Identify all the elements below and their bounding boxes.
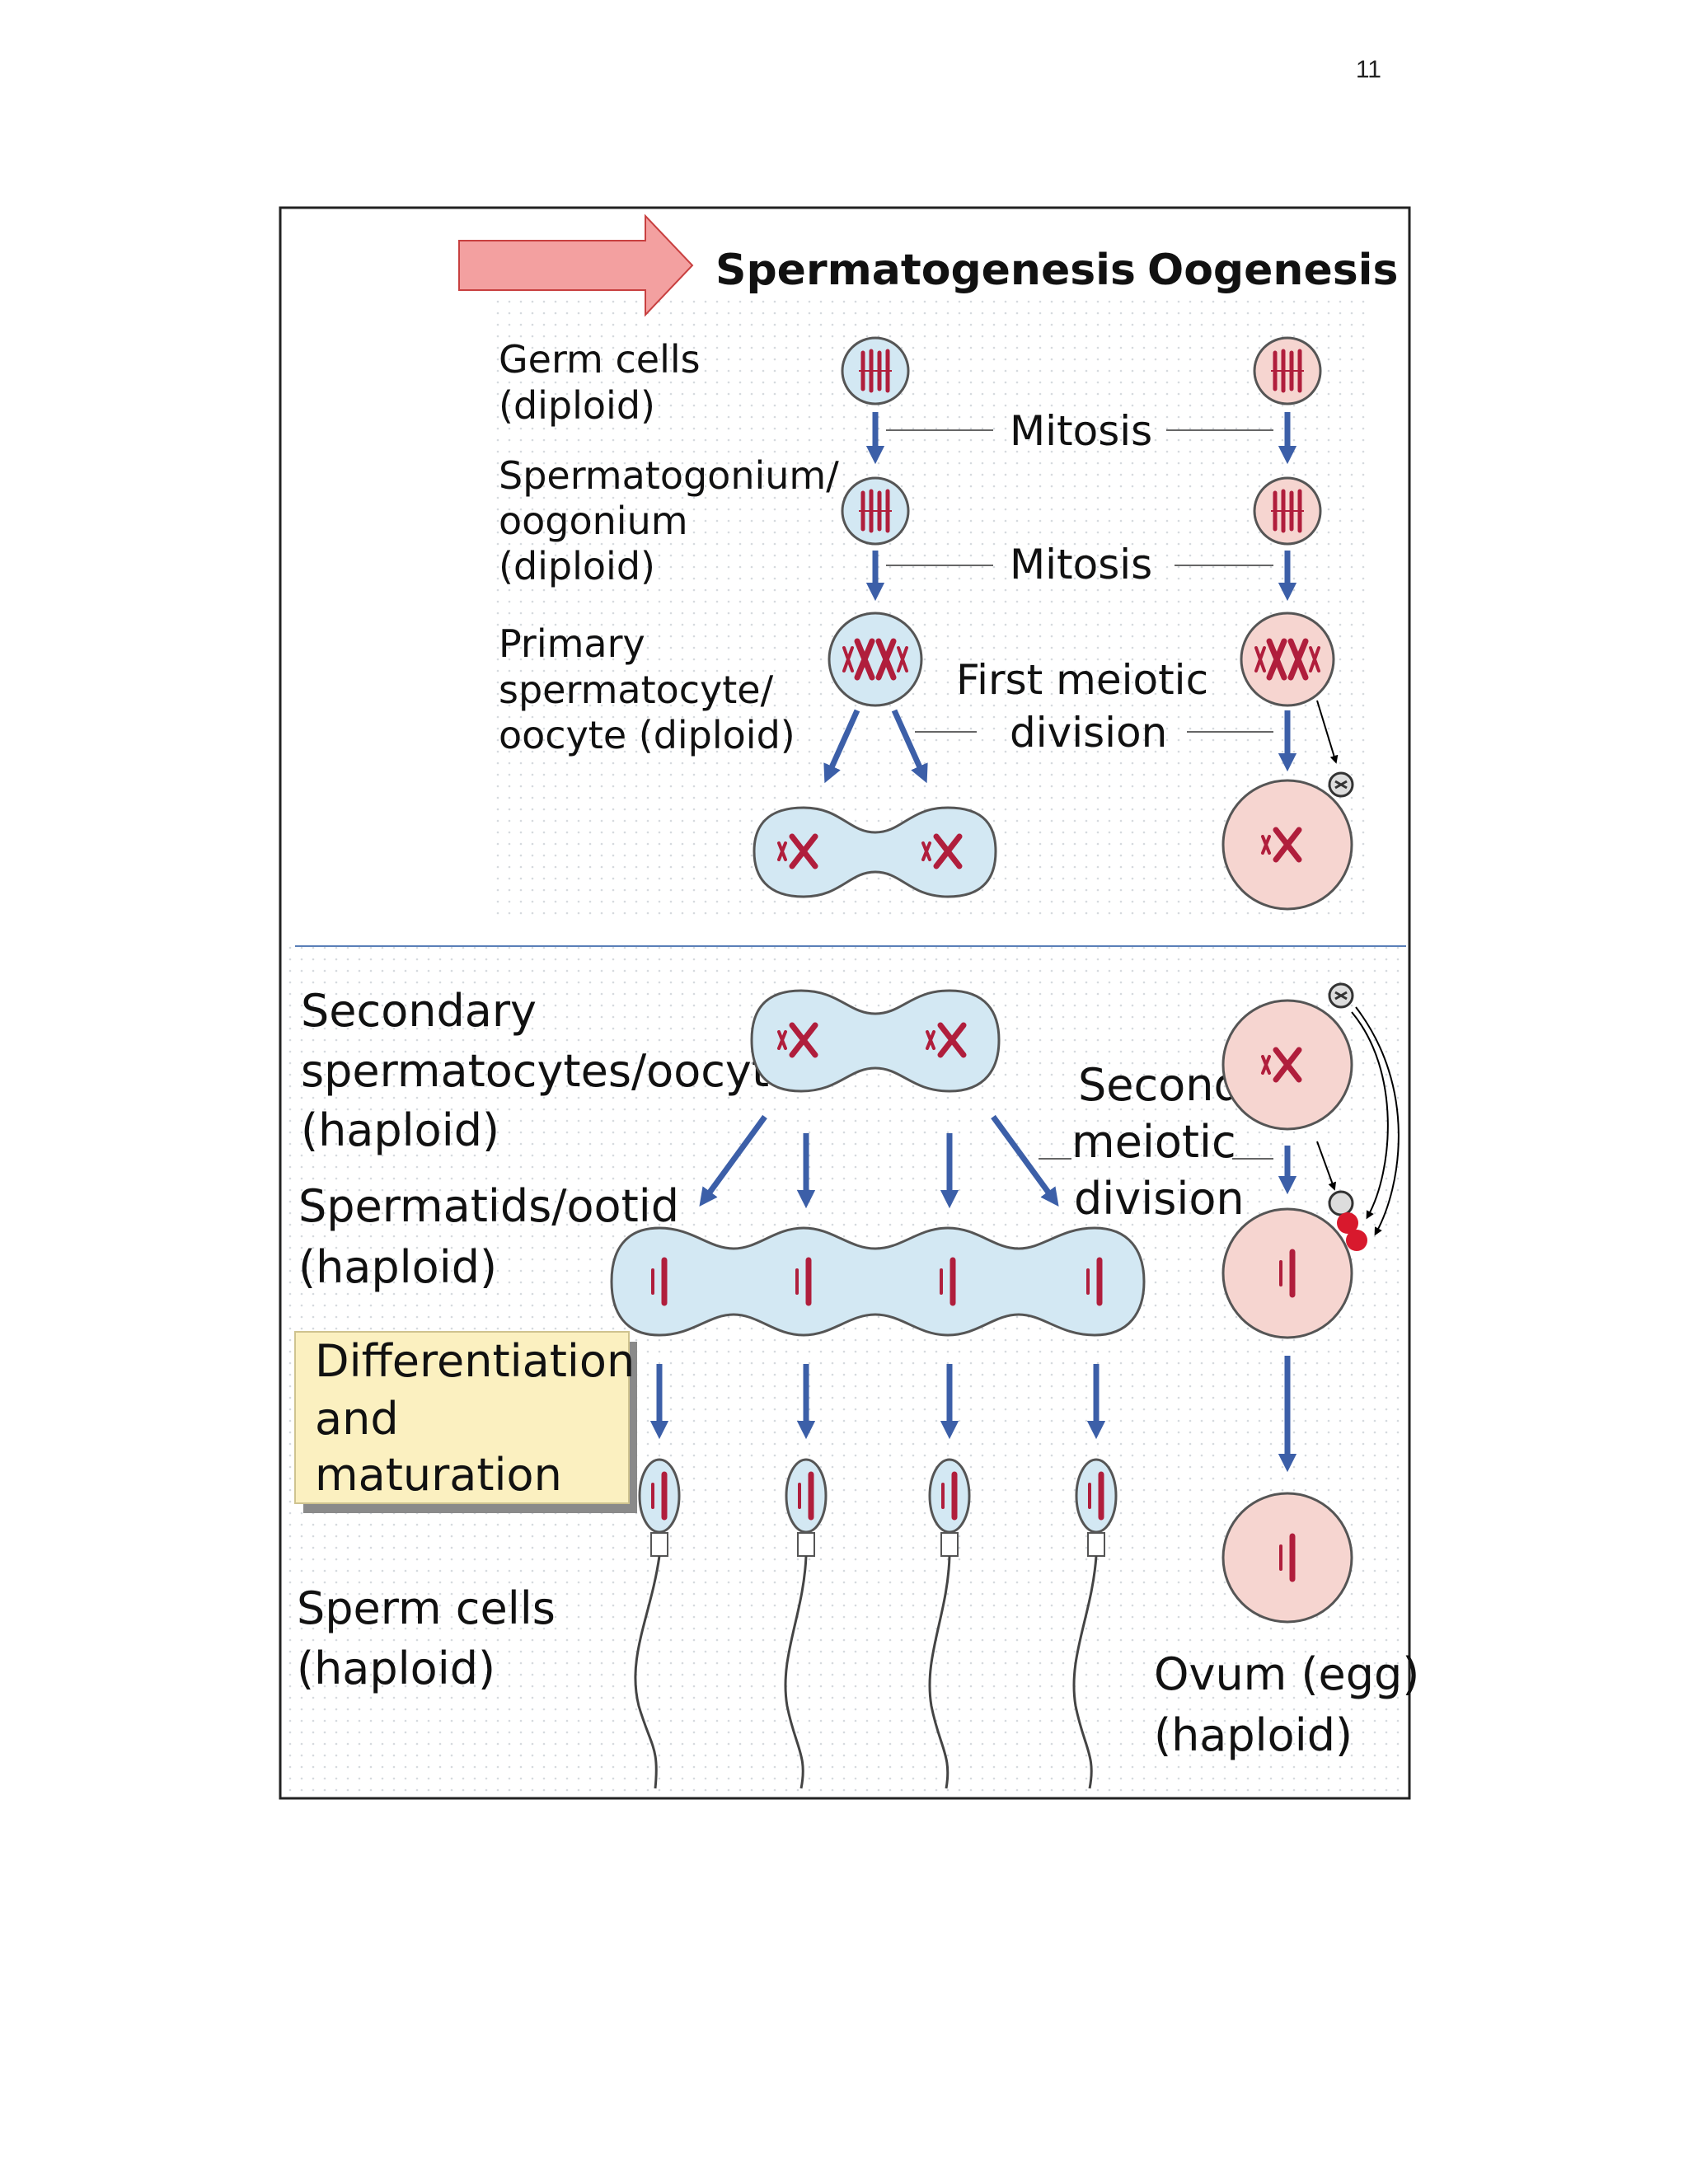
label-mitosis-2: Mitosis: [1010, 541, 1152, 588]
spermatids-chain: [610, 1226, 1146, 1337]
label-spermatogonium: Spermatogonium/ oogonium (diploid): [499, 453, 851, 588]
header-spermatogenesis: Spermatogenesis: [715, 246, 1136, 295]
oogonium-cell: [1253, 476, 1322, 546]
polar-body-1: [1328, 771, 1354, 798]
polar-body-2: [1328, 982, 1354, 1009]
arrows-top: [823, 412, 1297, 784]
ootid-cell: [1221, 1207, 1353, 1339]
primary-oocyte-cell: [1240, 612, 1335, 707]
label-spermatids: Spermatids/ootid (haploid): [298, 1180, 693, 1293]
page-number: 11: [1355, 56, 1381, 83]
primary-spermatocyte-cell: [828, 612, 923, 707]
sperm-cell-4: [1072, 1458, 1118, 1789]
polar-body-arrows: [1316, 1006, 1400, 1236]
dividing-spermatocyte: [753, 806, 997, 898]
label-sperm-cells: Sperm cells (haploid): [297, 1582, 570, 1694]
spermatogonium-cell: [841, 476, 910, 546]
label-first-meiotic: First meiotic division: [956, 656, 1221, 757]
secondary-oocyte: [1221, 999, 1353, 1131]
label-secondary: Secondary spermatocytes/oocyte (haploid): [301, 985, 810, 1156]
label-primary: Primary spermatocyte/ oocyte (diploid): [499, 621, 795, 757]
germ-cell-sperm: [841, 336, 910, 405]
secondary-spermatocytes: [750, 989, 1001, 1093]
label-second-meiotic: Second meiotic division: [1071, 1059, 1256, 1225]
label-ovum: Ovum (egg) (haploid): [1154, 1648, 1434, 1761]
sperm-cell-2: [784, 1458, 828, 1789]
polar-bodies-cluster: [1328, 1190, 1367, 1251]
connector-lines: [886, 429, 1273, 1160]
label-mitosis-1: Mitosis: [1010, 407, 1152, 455]
arrows-bottom: [649, 1114, 1297, 1473]
sperm-cell-3: [928, 1458, 971, 1789]
header-oogenesis: Oogenesis: [1147, 246, 1398, 295]
germ-cell-egg: [1253, 336, 1322, 405]
svg-text:Differentiation and: Differentiation and maturation: [315, 1335, 649, 1501]
ovum-cell: [1221, 1492, 1353, 1624]
differentiation-box: Differentiation and maturation: [294, 1331, 649, 1513]
pointer-arrow: [458, 213, 694, 317]
sperm-cell-1: [634, 1458, 681, 1789]
secondary-oocyte-top: [1221, 779, 1353, 911]
label-germ-cells: Germ cells (diploid): [499, 337, 712, 428]
